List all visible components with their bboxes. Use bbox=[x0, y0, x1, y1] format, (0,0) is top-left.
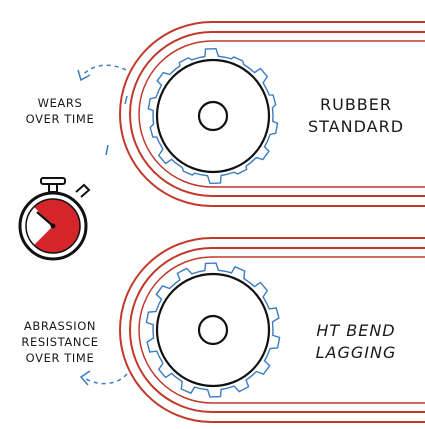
bottom-belt-outer bbox=[119, 237, 425, 423]
bottom-right-label-line2: LAGGING bbox=[315, 343, 397, 362]
top-conveyor bbox=[119, 21, 425, 207]
bottom-dashed-arrow-icon bbox=[79, 370, 128, 386]
top-pulley-hub bbox=[197, 100, 229, 132]
bottom-right-label: HT BEND LAGGING bbox=[297, 320, 415, 364]
stopwatch-elapsed-wedge bbox=[33, 199, 80, 253]
top-right-label: RUBBER STANDARD bbox=[295, 94, 417, 138]
top-left-label: WEARS OVER TIME bbox=[14, 95, 106, 127]
bottom-left-label-line1: ABRASSION bbox=[23, 319, 97, 333]
top-right-label-line1: RUBBER bbox=[319, 95, 392, 114]
bottom-left-label: ABRASSION RESISTANCE OVER TIME bbox=[8, 318, 112, 366]
top-belt-outer bbox=[119, 21, 425, 207]
bottom-conveyor bbox=[119, 237, 425, 423]
top-right-label-line2: STANDARD bbox=[307, 117, 405, 136]
stopwatch-icon bbox=[18, 177, 91, 261]
bottom-left-label-line3: OVER TIME bbox=[25, 351, 95, 365]
bottom-belt-inner2 bbox=[138, 256, 425, 404]
top-belt-inner bbox=[129, 31, 425, 197]
bottom-belt-inner bbox=[129, 247, 425, 413]
top-dashed-arrow-icon bbox=[77, 64, 128, 156]
bottom-pulley-hub bbox=[197, 314, 229, 346]
bottom-left-label-line2: RESISTANCE bbox=[21, 335, 99, 349]
top-left-label-line2: OVER TIME bbox=[25, 112, 95, 126]
bottom-right-label-line1: HT BEND bbox=[316, 321, 396, 340]
top-left-label-line1: WEARS bbox=[37, 96, 83, 110]
top-belt-inner2 bbox=[138, 40, 425, 188]
